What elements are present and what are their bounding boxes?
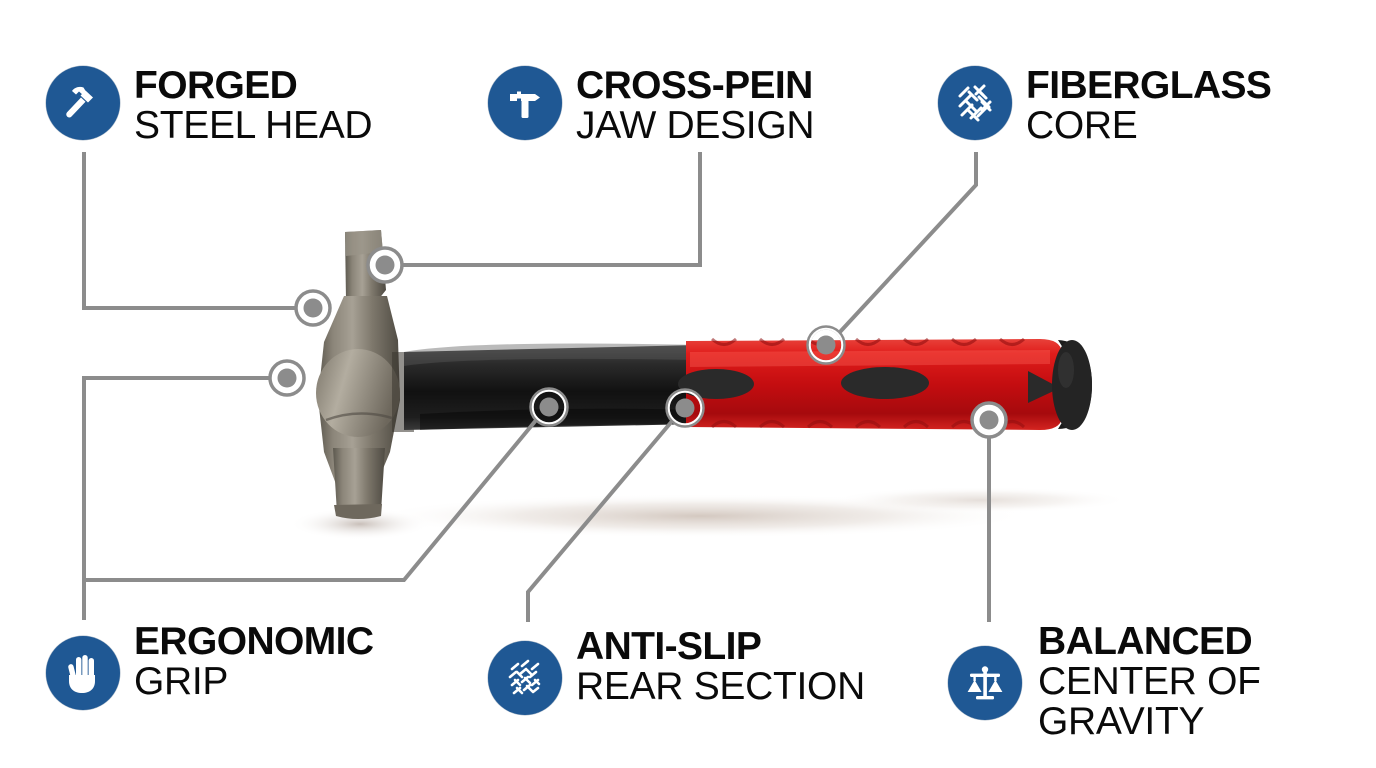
callout-balanced[interactable]: BALANCED CENTER OF GRAVITY — [948, 622, 1261, 742]
hammer-icon — [66, 86, 93, 118]
leader-line-forged — [82, 152, 300, 310]
callout-forged-line1: FORGED — [134, 64, 298, 107]
callout-cross-pein-line2: JAW DESIGN — [576, 103, 815, 147]
callout-balanced-line1: BALANCED — [1038, 620, 1253, 663]
badge-fiberglass — [938, 66, 1012, 140]
callout-fiberglass[interactable]: FIBERGLASS CORE — [938, 64, 1272, 147]
callout-balanced-line2: CENTER OF — [1038, 659, 1261, 703]
callout-forged-line2: STEEL HEAD — [134, 103, 373, 147]
callout-anti-slip-line2: REAR SECTION — [576, 664, 865, 708]
callout-balanced-line3: GRAVITY — [1038, 699, 1205, 743]
connector-dot-forged — [294, 289, 332, 327]
connector-dots — [268, 246, 1008, 439]
woven-mesh-icon — [958, 84, 992, 122]
callout-fiberglass-line1: FIBERGLASS — [1026, 64, 1272, 107]
cross-pein-head-icon — [510, 91, 540, 118]
badge-balanced — [948, 646, 1022, 720]
callout-anti-slip-line1: ANTI-SLIP — [576, 625, 762, 668]
balance-scale-icon — [967, 666, 1003, 700]
callout-ergonomic[interactable]: ERGONOMIC GRIP — [46, 620, 374, 710]
badge-anti-slip — [488, 641, 562, 715]
callout-balanced-labels: BALANCED CENTER OF GRAVITY — [1038, 622, 1261, 742]
badge-forged — [46, 66, 120, 140]
badge-cross-pein — [488, 66, 562, 140]
callout-fiberglass-line2: CORE — [1026, 103, 1138, 147]
leader-line-anti-slip — [526, 418, 675, 622]
leader-line-ergonomic-lower — [82, 417, 539, 620]
leader-line-cross-pein — [398, 152, 702, 267]
connector-dot-shaft — [529, 387, 569, 427]
callout-anti-slip-labels: ANTI-SLIP REAR SECTION — [576, 627, 865, 707]
callout-cross-pein[interactable]: CROSS-PEIN JAW DESIGN — [488, 64, 815, 147]
leader-line-fiberglass — [837, 152, 978, 335]
callout-anti-slip[interactable]: ANTI-SLIP REAR SECTION — [488, 627, 865, 715]
badge-ergonomic — [46, 636, 120, 710]
callout-cross-pein-line1: CROSS-PEIN — [576, 64, 813, 107]
connector-dot-anti-slip — [665, 388, 705, 428]
open-hand-icon — [68, 655, 95, 693]
callout-forged-labels: FORGED STEEL HEAD — [134, 64, 373, 147]
callout-fiberglass-labels: FIBERGLASS CORE — [1026, 64, 1272, 147]
callout-ergonomic-labels: ERGONOMIC GRIP — [134, 620, 374, 703]
connector-dot-balanced — [970, 401, 1008, 439]
connector-dot-fiberglass — [806, 325, 846, 365]
callout-cross-pein-labels: CROSS-PEIN JAW DESIGN — [576, 64, 815, 147]
callout-forged[interactable]: FORGED STEEL HEAD — [46, 64, 373, 147]
callout-ergonomic-line1: ERGONOMIC — [134, 620, 374, 663]
tread-pattern-icon — [508, 659, 541, 695]
leader-line-ergonomic-upper — [82, 376, 274, 620]
callout-ergonomic-line2: GRIP — [134, 659, 229, 703]
connector-dot-ergonomic — [268, 359, 306, 397]
connector-dot-cross-pein — [366, 246, 404, 284]
